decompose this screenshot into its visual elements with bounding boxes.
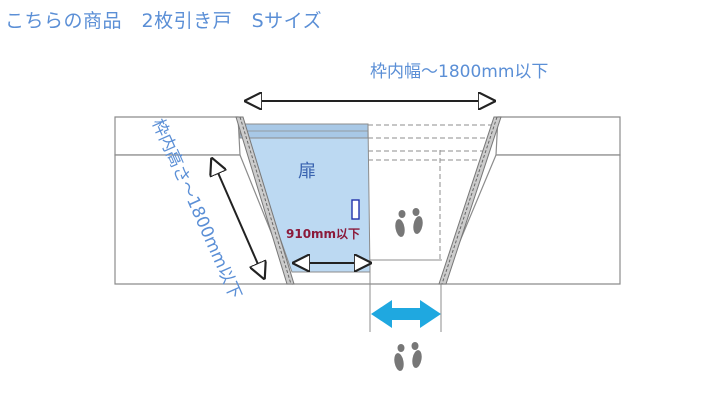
footprints-icon	[394, 342, 422, 371]
frame-height-arrow	[212, 159, 264, 278]
door-width-label: 910mm以下	[286, 227, 360, 241]
page-title: こちらの商品 2枚引き戸 Sサイズ	[5, 10, 323, 32]
opening-width-arrow	[371, 300, 441, 328]
door-label: 扉	[298, 161, 316, 182]
door-handle	[351, 199, 360, 220]
frame-width-label: 枠内幅〜1800mm以下	[370, 62, 548, 82]
footprints-icon	[395, 208, 423, 237]
wall-right	[441, 116, 621, 285]
dashed-door-outline	[368, 124, 495, 260]
